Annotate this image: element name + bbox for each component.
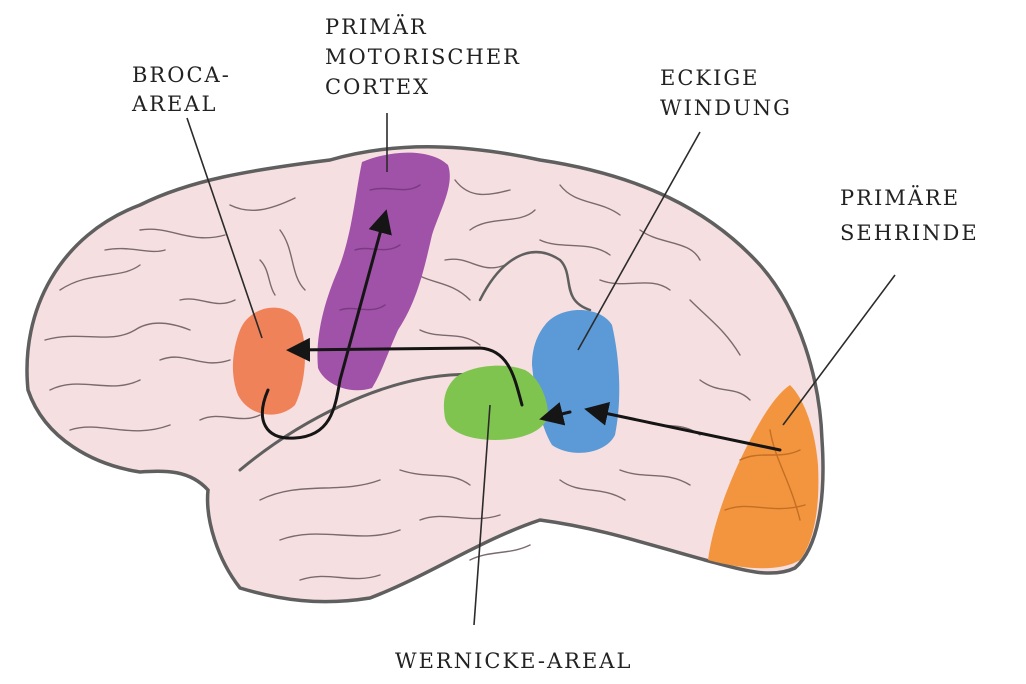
wernicke-area-region: [444, 366, 548, 440]
broca-area-region: [233, 308, 305, 415]
wernicke-area-label: WERNICKE-AREAL: [395, 649, 632, 673]
broca-area-label-line2: AREAL: [131, 92, 217, 116]
broca-area-label-line1: BROCA-: [132, 63, 231, 87]
motor-cortex-label-line3: CORTEX: [325, 75, 430, 99]
motor-cortex-label-line2: MOTORISCHER: [325, 45, 521, 69]
visual-cortex-label-line2: SEHRINDE: [840, 221, 979, 245]
visual-cortex-label-line1: PRIMÄRE: [840, 186, 960, 210]
motor-cortex-label-line1: PRIMÄR: [325, 15, 428, 39]
angular-gyrus-label-line1: ECKIGE: [660, 66, 760, 90]
angular-gyrus-label-line2: WINDUNG: [660, 96, 792, 120]
